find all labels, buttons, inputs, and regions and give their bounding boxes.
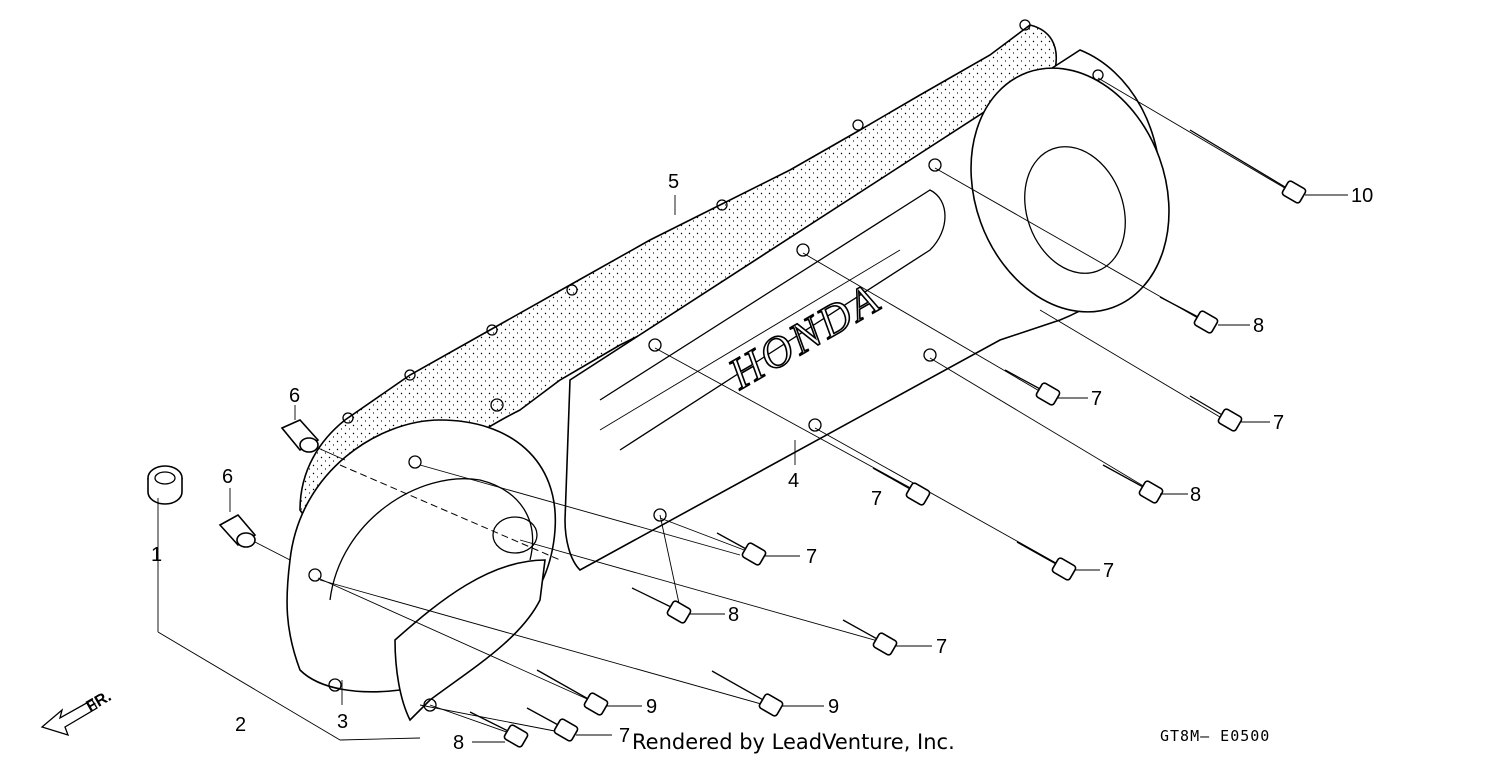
bolt-part-8-b — [1102, 464, 1164, 504]
front-direction-arrow: FR. — [40, 688, 115, 737]
callout-9-b: 9 — [828, 696, 839, 718]
bolt-part-9-a — [536, 669, 609, 716]
callout-6-upper: 6 — [289, 385, 300, 407]
bolt-part-7-e — [1016, 541, 1077, 581]
bolt-part-10 — [1189, 129, 1307, 204]
bolt-part-8-c — [631, 587, 692, 624]
front-direction-label: FR. — [84, 688, 115, 716]
bolt-part-7-g — [526, 707, 579, 742]
bolt-part-8-a — [1159, 296, 1219, 334]
callout-5: 5 — [668, 171, 679, 193]
bolt-part-9-b — [711, 670, 784, 717]
callout-1: 1 — [151, 544, 162, 566]
callout-7-c: 7 — [871, 488, 882, 510]
bolt-part-7-a — [1004, 369, 1061, 406]
callout-7-e: 7 — [1103, 560, 1114, 582]
callout-10: 10 — [1351, 185, 1373, 207]
callout-9-a: 9 — [646, 696, 657, 718]
callout-7-a: 7 — [1091, 388, 1102, 410]
bolt-part-8-d — [469, 711, 529, 748]
bolt-part-7-d — [716, 532, 767, 566]
credit-text: Rendered by LeadVenture, Inc. — [632, 730, 955, 754]
bolts — [469, 129, 1307, 748]
bolt-part-7-c — [872, 467, 931, 506]
callout-4: 4 — [788, 470, 799, 492]
dowel-pin-part-6-lower — [218, 513, 257, 548]
callout-7-d: 7 — [806, 546, 817, 568]
callout-7-g: 7 — [619, 725, 630, 747]
bolt-part-7-f — [842, 619, 898, 656]
callout-7-f: 7 — [936, 636, 947, 658]
callout-6-lower: 6 — [222, 466, 233, 488]
small-cover-part-3 — [286, 398, 557, 722]
left-crankcase-cover-part-4: HONDA — [564, 49, 1170, 571]
callout-8-b: 8 — [1190, 484, 1201, 506]
callout-labels: 1 2 3 4 5 6 6 10 8 7 7 8 7 7 7 8 7 9 9 7… — [151, 171, 1373, 754]
callout-stubs — [472, 194, 1348, 743]
callout-8-c: 8 — [728, 604, 739, 626]
callout-8-a: 8 — [1253, 315, 1264, 337]
diagram-code: GT8M– E0500 — [1160, 727, 1270, 745]
callout-3: 3 — [337, 711, 348, 733]
dowel-pin-part-6-upper — [280, 419, 320, 453]
callout-7-b: 7 — [1273, 412, 1284, 434]
callout-2: 2 — [235, 714, 246, 736]
bolt-part-7-b — [1189, 395, 1243, 432]
callout-8-d: 8 — [453, 732, 464, 754]
collar-part-1 — [147, 465, 183, 505]
leader-lines — [157, 77, 1301, 741]
